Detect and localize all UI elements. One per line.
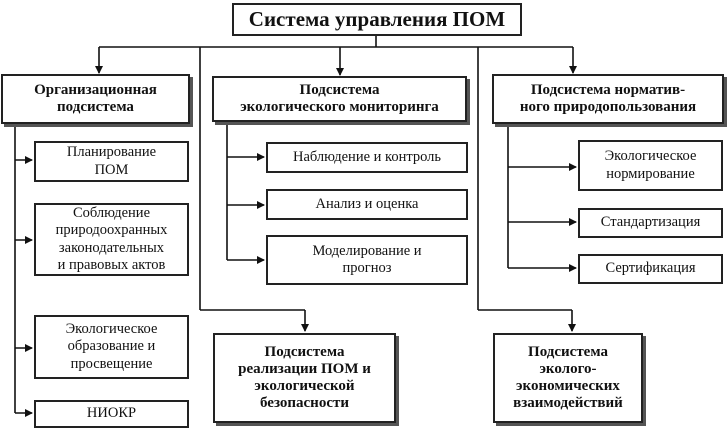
norm-item-normalization: Экологическое нормирование (578, 140, 723, 191)
realization-subsystem: Подсистема реализации ПОМ и экологическо… (213, 333, 396, 423)
eco-monitoring-subsystem: Подсистема экологического мониторинга (212, 76, 467, 122)
norm-item-certification: Сертификация (578, 254, 723, 284)
eco-item-modeling: Моделирование и прогноз (266, 235, 468, 285)
eco-item-analysis: Анализ и оценка (266, 189, 468, 220)
norm-item-standardization: Стандартизация (578, 208, 723, 238)
org-subsystem: Организационная подсистема (1, 74, 190, 124)
org-item-education: Экологическое образование и просвещение (34, 315, 189, 379)
diagram-title: Система управления ПОМ (232, 3, 522, 36)
eco-item-observation: Наблюдение и контроль (266, 142, 468, 173)
org-item-planning: Планирование ПОМ (34, 141, 189, 182)
economic-subsystem: Подсистема эколого- экономических взаимо… (493, 333, 643, 423)
norm-subsystem: Подсистема норматив- ного природопользов… (492, 74, 724, 124)
org-item-compliance: Соблюдение природоохранных законодательн… (34, 203, 189, 276)
org-item-rnd: НИОКР (34, 400, 189, 428)
